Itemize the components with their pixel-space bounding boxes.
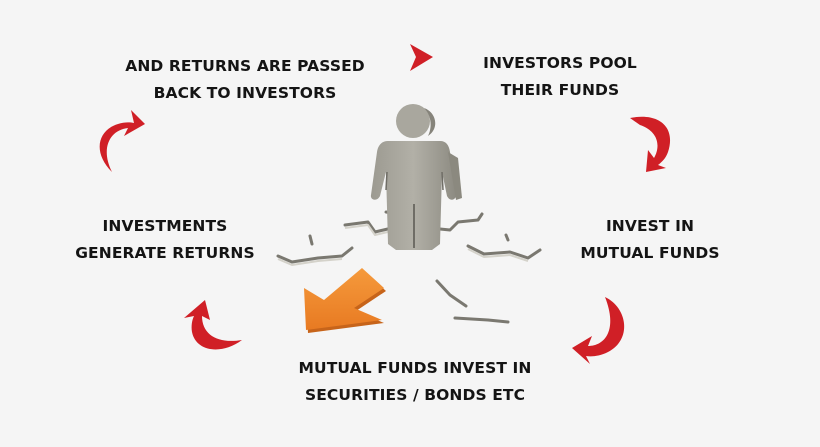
step-investors-pool-label: INVESTORS POOL THEIR FUNDS [470, 50, 650, 104]
step-securities-line1: MUTUAL FUNDS INVEST IN [298, 359, 532, 377]
step-pool-line1: INVESTORS POOL [483, 54, 637, 72]
step-securities-line2: SECURITIES / BONDS ETC [304, 386, 526, 404]
top-arrowhead-icon [410, 44, 433, 71]
step-generate-line2: GENERATE RETURNS [75, 244, 255, 262]
curved-arrow-top-right-icon [630, 116, 671, 172]
step-funds-invest-securities-label: MUTUAL FUNDS INVEST IN SECURITIES / BOND… [270, 355, 560, 409]
curved-arrow-top-left-icon [99, 110, 145, 172]
step-returns-line2: BACK TO INVESTORS [153, 84, 337, 102]
step-generate-line1: INVESTMENTS [102, 217, 228, 235]
step-returns-passed-back-label: AND RETURNS ARE PASSED BACK TO INVESTORS [110, 53, 380, 107]
step-pool-line2: THEIR FUNDS [500, 81, 620, 99]
step-investments-generate-label: INVESTMENTS GENERATE RETURNS [60, 213, 270, 267]
curved-arrow-bottom-right-icon [572, 297, 625, 364]
curved-arrow-bottom-left-icon [184, 300, 242, 350]
orange-down-left-arrow-icon [304, 268, 386, 333]
step-invest-line1: INVEST IN [605, 217, 695, 235]
step-invest-line2: MUTUAL FUNDS [580, 244, 720, 262]
step-invest-in-mutual-funds-label: INVEST IN MUTUAL FUNDS [560, 213, 740, 267]
step-returns-line1: AND RETURNS ARE PASSED [125, 57, 365, 75]
person-icon [370, 104, 462, 250]
